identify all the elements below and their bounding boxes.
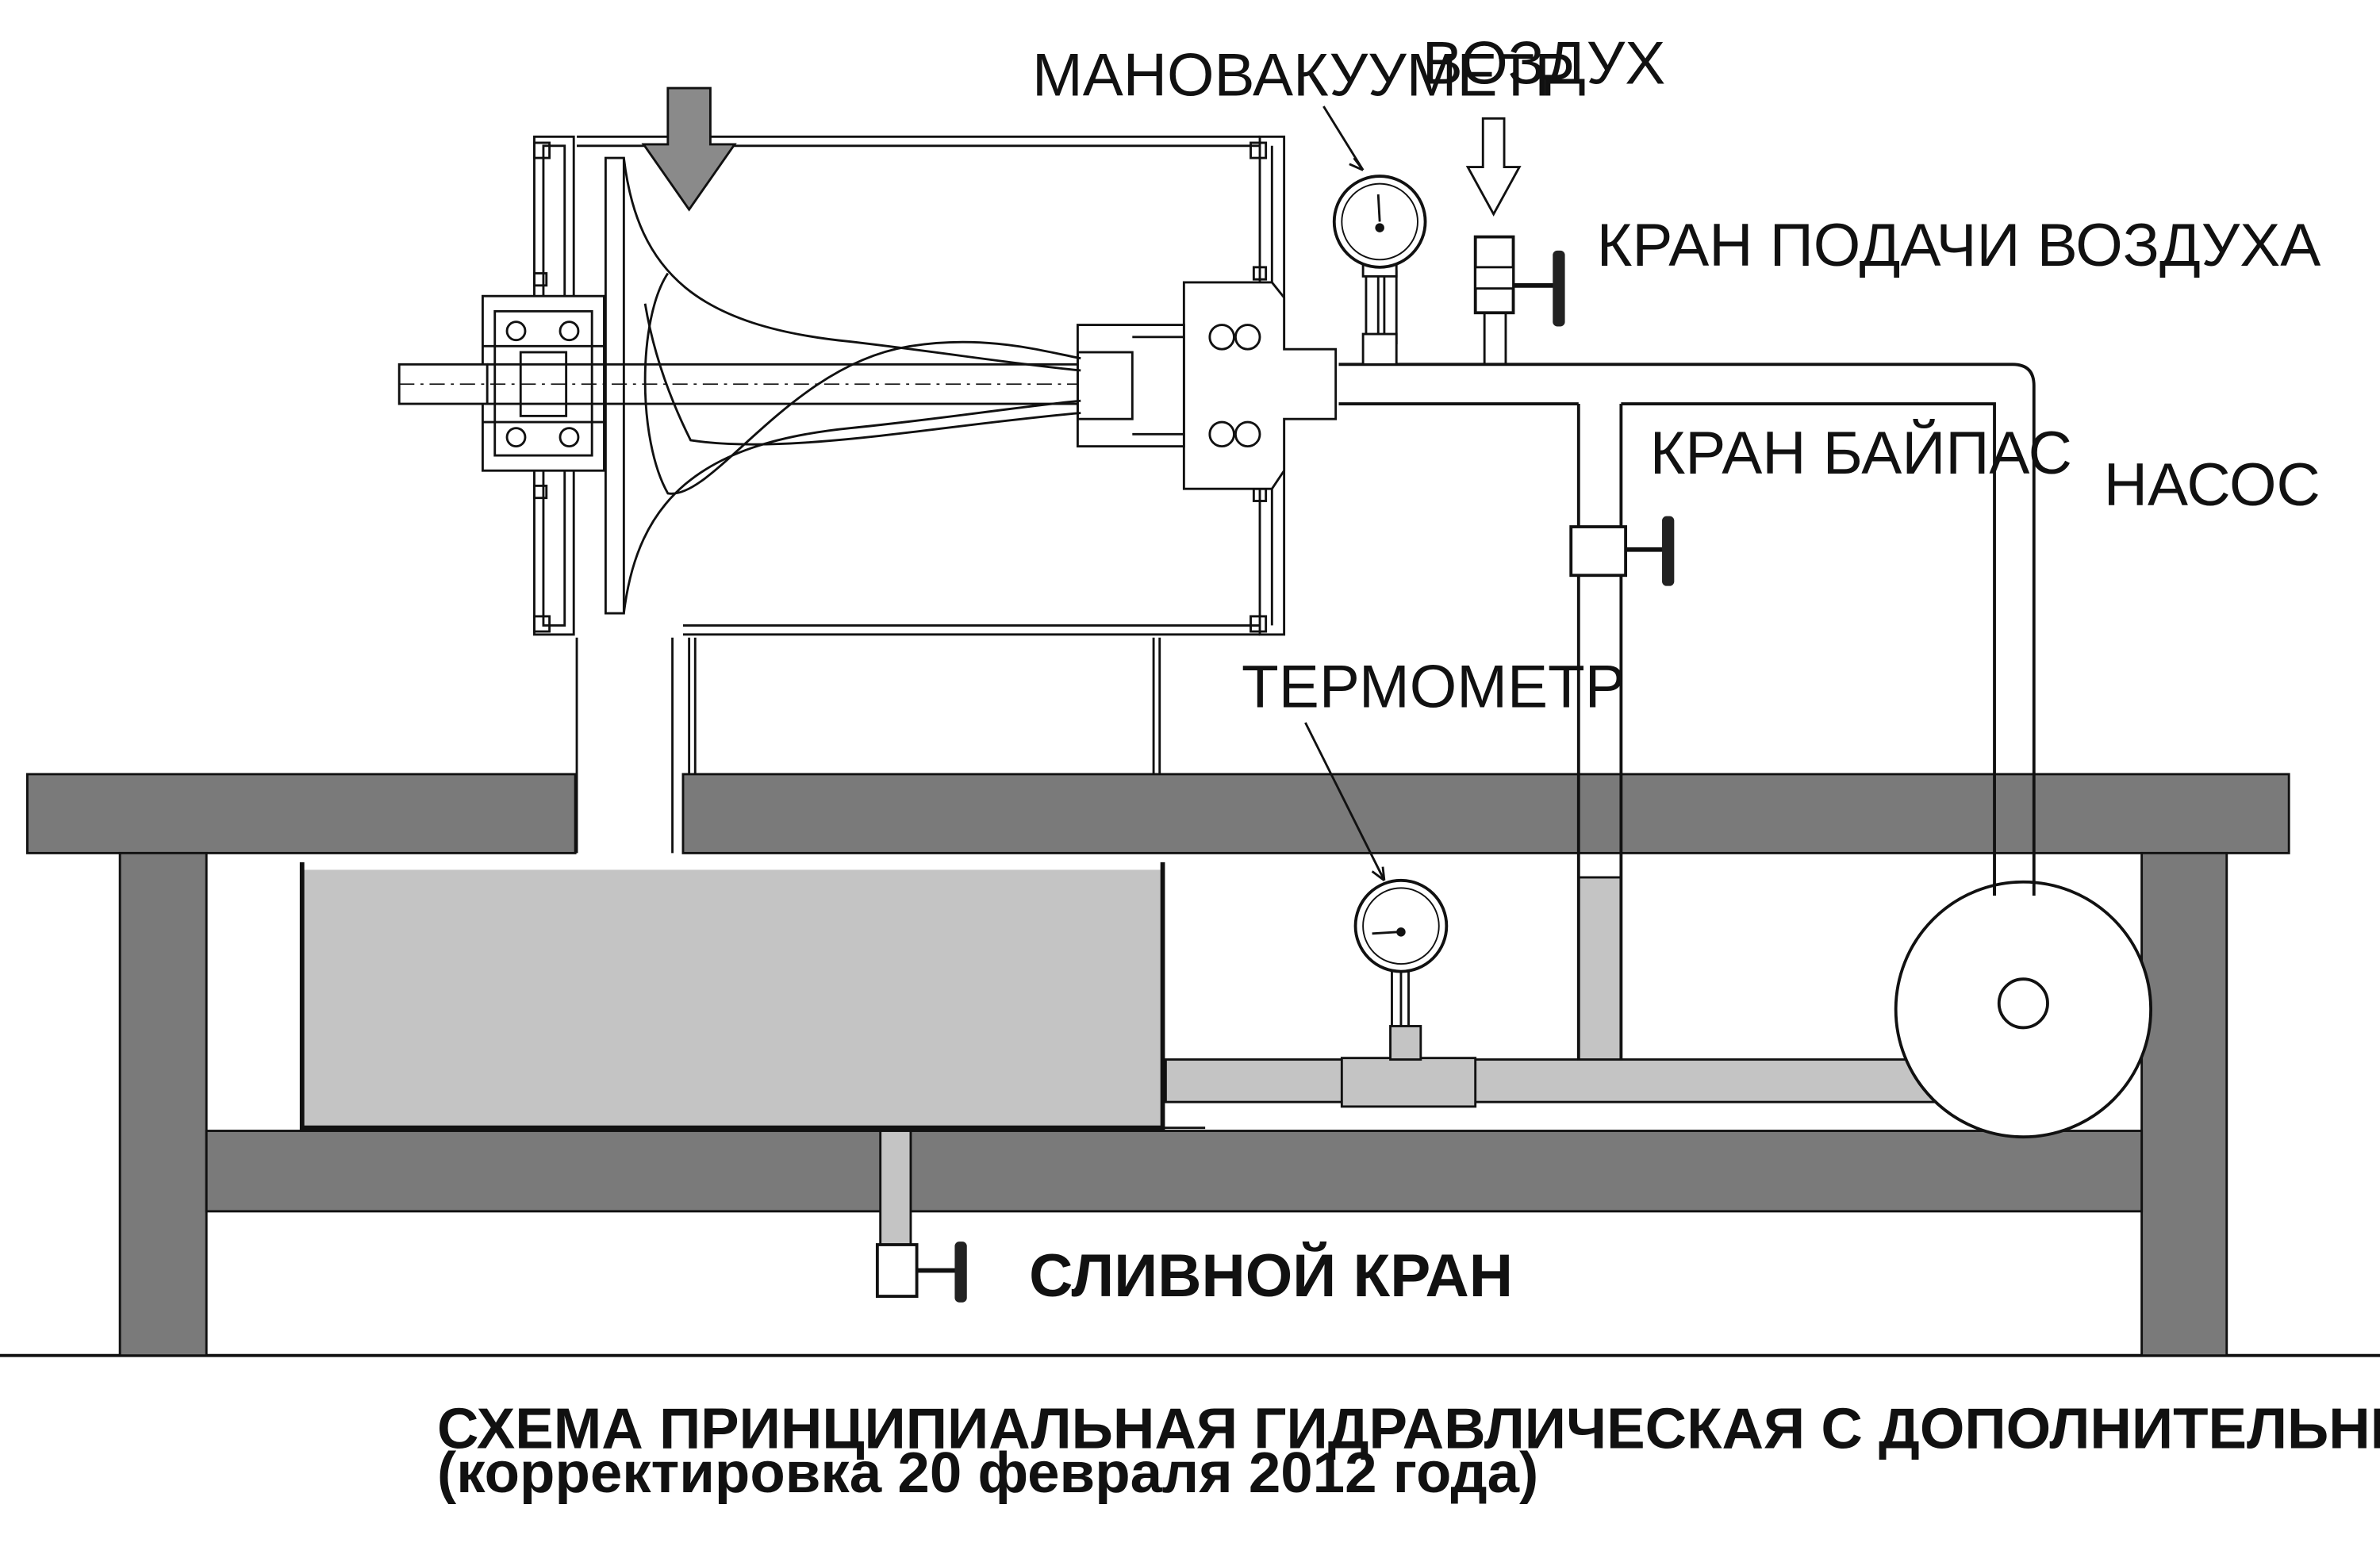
- table-top-right: [681, 773, 2290, 854]
- caption-title: СХЕМА ПРИНЦИПИАЛЬНАЯ ГИДРАВЛИЧЕСКАЯ С ДО…: [437, 1396, 2380, 1460]
- table-top-left: [26, 773, 577, 854]
- table-frame: [26, 773, 2290, 1357]
- drain-valve: [875, 1242, 967, 1303]
- delivery-pipe: [1338, 363, 2036, 1060]
- table-crossbar: [205, 1130, 2144, 1213]
- thermometer-tee: [1340, 1057, 1477, 1108]
- label-drain-valve: СЛИВНОЙ КРАН: [1029, 1242, 1513, 1310]
- table-leg-left: [118, 851, 208, 1357]
- drain-pipe: [879, 1130, 912, 1254]
- caption-date: (корректировка 20 февраля 2012 года): [437, 1441, 1538, 1505]
- sump-tank: [299, 862, 1165, 1130]
- inlet-arrow: [641, 86, 737, 212]
- label-bypass-valve: КРАН БАЙПАС: [1650, 419, 2072, 487]
- drop-pipe-channel: [577, 637, 673, 865]
- label-air: ВОЗДУХ: [1422, 29, 1666, 97]
- thermometer-gauge: [1353, 878, 1449, 1027]
- label-manovacuummeter: МАНОВАКУУМЕТР: [1032, 42, 1575, 109]
- bypass-valve: [1569, 516, 1675, 586]
- air-arrow: [1465, 117, 1522, 217]
- manovacuummeter-gauge: [1332, 175, 1427, 366]
- label-air-valve: КРАН ПОДАЧИ ВОЗДУХА: [1597, 212, 2321, 279]
- label-pump: НАСОС: [2104, 451, 2320, 519]
- label-thermometer: ТЕРМОМЕТР: [1242, 654, 1626, 721]
- pump: [1894, 880, 2153, 1139]
- sump-fluid: [301, 869, 1163, 1128]
- air-supply-valve: [1473, 235, 1565, 365]
- leader-lines: [1304, 106, 1386, 881]
- bypass-riser-fluid: [1577, 876, 1622, 1061]
- pump-hub: [1997, 977, 2049, 1030]
- table-leg-right: [2140, 851, 2228, 1357]
- turbine-housing: [397, 135, 1338, 636]
- return-pipe: [1164, 876, 1956, 1108]
- pump-discharge: [1993, 883, 2036, 896]
